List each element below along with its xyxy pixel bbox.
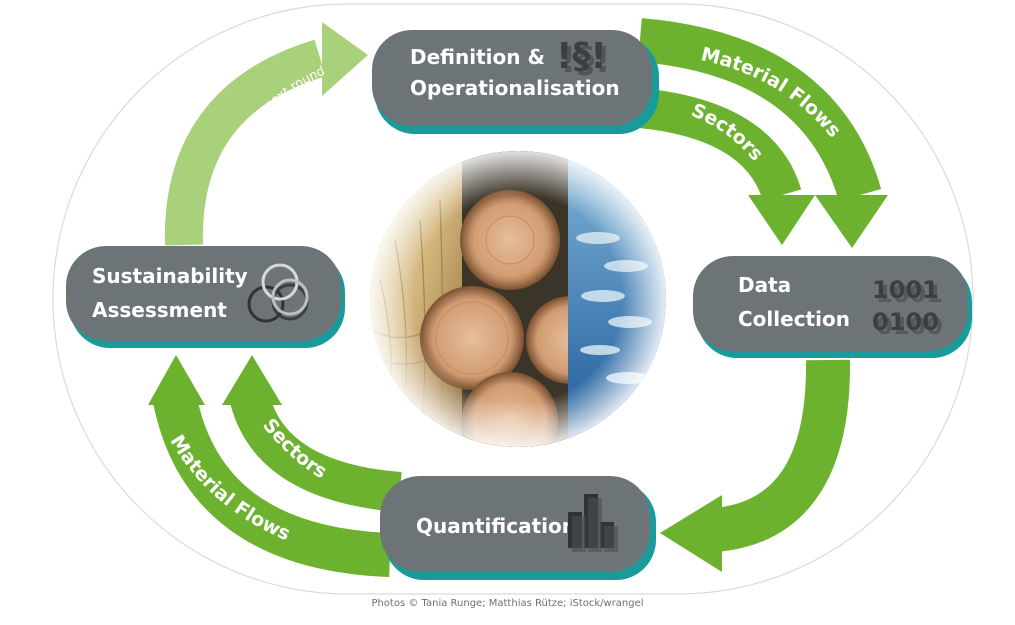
svg-text:1001: 1001 (872, 276, 939, 304)
revision-arrow (164, 22, 368, 246)
node-definition: Definition & Operationalisation !§! !§! (372, 30, 659, 134)
material-flows-arrow-top (638, 18, 888, 248)
sectors-arrow-top (637, 88, 815, 245)
definition-line1: Definition & (410, 45, 545, 69)
data-to-quantification-arrow (660, 359, 851, 572)
definition-line2: Operationalisation (410, 76, 620, 100)
paragraph-icon: !§! (560, 40, 611, 81)
sustainability-line1: Sustainability (92, 264, 248, 288)
svg-text:1001: 1001 (876, 280, 943, 308)
material-flows-arrow-bottom (148, 355, 391, 577)
outer-frame (52, 3, 974, 595)
center-photo (370, 151, 666, 447)
node-quantification: Quantification (380, 476, 656, 580)
photo-credit: Photos © Tania Runge; Matthias Rütze; iS… (371, 598, 644, 609)
svg-text:!§!: !§! (556, 36, 607, 77)
sectors-arrow-bottom (222, 355, 402, 512)
venn-circles-icon (247, 263, 309, 323)
data-line1: Data (738, 273, 791, 297)
node-data-collection: Data Collection 1001 1001 0100 0100 (693, 256, 972, 358)
binary-icon: 1001 1001 0100 0100 (872, 276, 943, 340)
bar-chart-icon (568, 494, 618, 552)
quantification-label: Quantification (416, 514, 576, 538)
svg-text:0100: 0100 (876, 312, 943, 340)
node-sustainability: Sustainability Assessment (66, 246, 345, 348)
svg-text:0100: 0100 (872, 308, 939, 336)
sustainability-line2: Assessment (92, 298, 227, 322)
data-line2: Collection (738, 307, 850, 331)
